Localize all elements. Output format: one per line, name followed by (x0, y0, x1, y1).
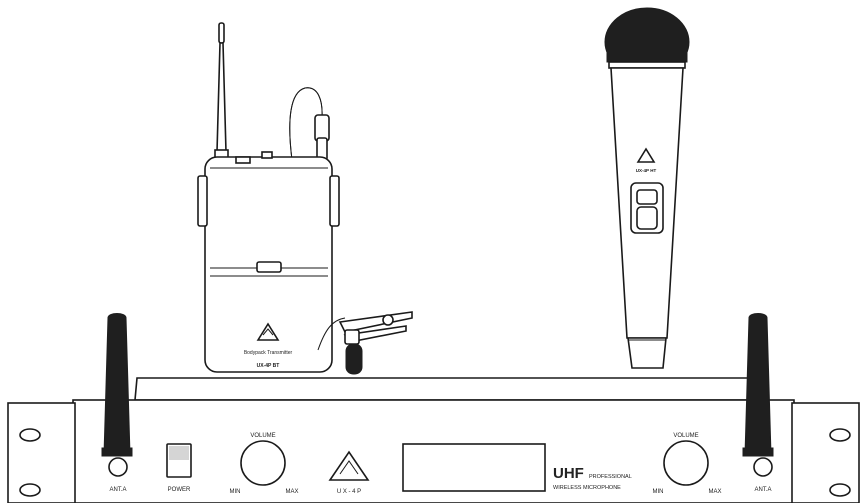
antenna-right-label: ANT.A (754, 487, 771, 493)
receiver-model-code: U X - 4 P (337, 489, 361, 495)
max-right-label: MAX (708, 489, 721, 495)
display-window (402, 443, 546, 492)
handheld-microphone: UX-4P HT (604, 7, 690, 369)
max-left-label: MAX (285, 489, 298, 495)
volume-right-label: VOLUME (673, 433, 698, 439)
bodypack-cable (289, 87, 330, 161)
power-label: POWER (168, 487, 191, 493)
bodypack-transmitter: Bodypack Transmitter UX-4P BT (197, 22, 340, 373)
bodypack-model-code: UX-4P BT (257, 363, 280, 369)
volume-left-label: VOLUME (250, 433, 275, 439)
antenna-connector-left (108, 457, 128, 477)
bodypack-model-label: Bodypack Transmitter (244, 350, 293, 356)
handheld-model-code: UX-4P HT (636, 168, 657, 173)
min-right-label: MIN (653, 489, 664, 495)
bodypack-antenna (214, 22, 229, 159)
lavalier-microphone (317, 311, 413, 375)
min-left-label: MIN (230, 489, 241, 495)
triangle-logo-icon (256, 322, 280, 341)
volume-knob-left[interactable] (240, 440, 286, 486)
volume-knob-right[interactable] (663, 440, 709, 486)
brand-wireless-microphone: WIRELESS MICROPHONE (553, 485, 621, 491)
triangle-logo-icon (328, 450, 370, 481)
receiver-unit: ANT.A ANT.A POWER VOLUME MIN MAX U X - 4… (7, 313, 860, 503)
bodypack-body (197, 151, 340, 373)
brand-uhf: UHF (553, 465, 584, 482)
triangle-logo-icon (636, 147, 656, 163)
power-switch[interactable] (166, 443, 192, 478)
left-antenna (101, 313, 133, 457)
antenna-connector-right (753, 457, 773, 477)
right-antenna (742, 313, 774, 457)
brand-professional: PROFESSIONAL (589, 474, 632, 480)
antenna-left-label: ANT.A (109, 487, 126, 493)
